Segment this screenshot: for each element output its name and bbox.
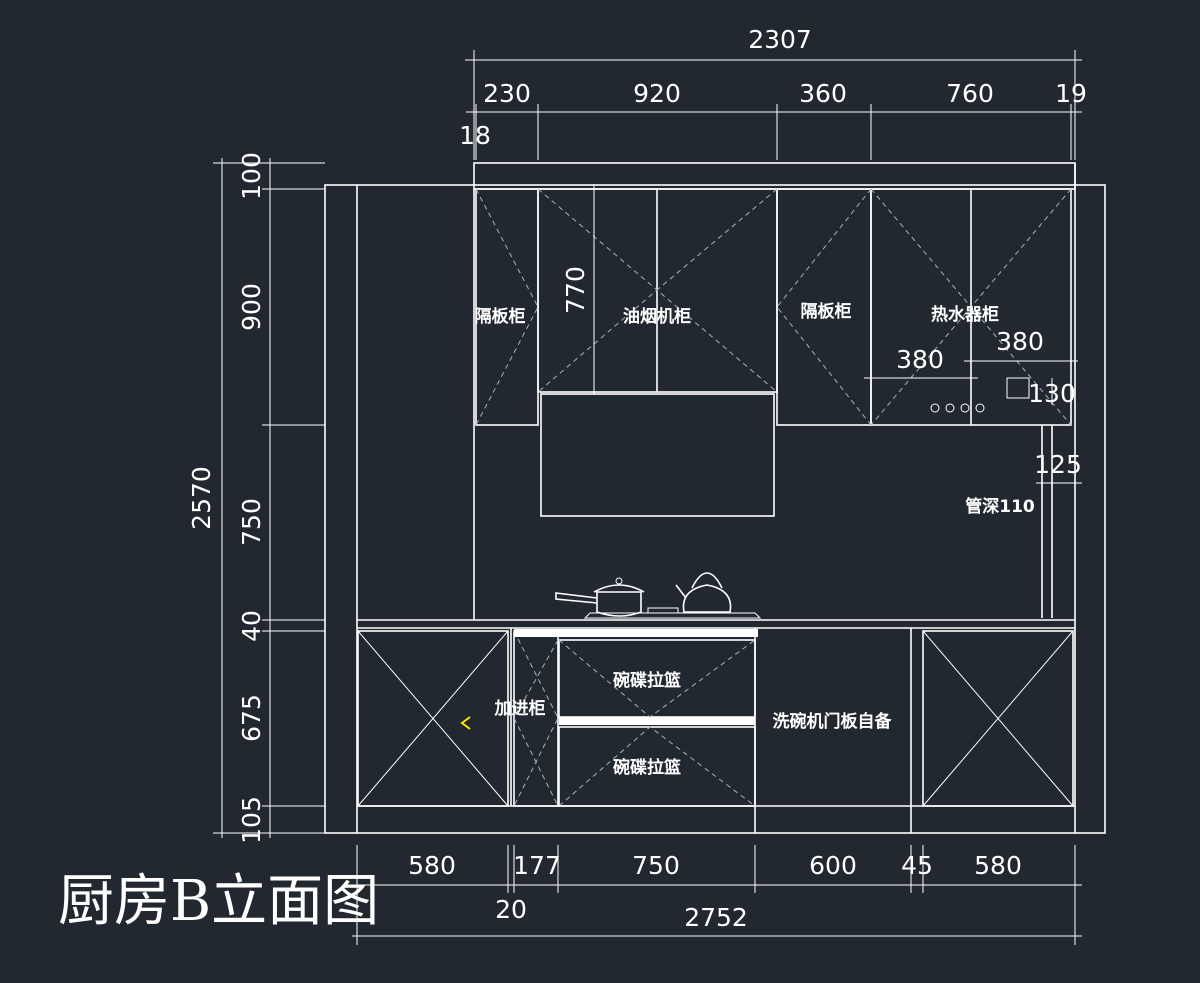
cooktop-with-pots [555, 572, 762, 619]
dim-left-900: 900 [237, 283, 266, 331]
label-shelf-cabinet-left: 隔板柜 [475, 306, 526, 327]
dim-bottom-177: 177 [513, 851, 561, 880]
dim-left-100: 100 [237, 152, 266, 200]
dim-bottom-600: 600 [809, 851, 857, 880]
dim-top-760: 760 [946, 79, 994, 108]
label-water-heater-cabinet: 热水器柜 [931, 304, 999, 325]
inner-dimension-lines [593, 185, 1082, 484]
dim-bottom-580b: 580 [974, 851, 1022, 880]
drawer-handle-top [514, 629, 758, 637]
dim-bottom-580a: 580 [408, 851, 456, 880]
dim-left-total: 2570 [187, 466, 216, 530]
dim-top-19: 19 [1055, 79, 1087, 108]
dim-bottom-20: 20 [495, 895, 527, 924]
dim-hood-770: 770 [561, 266, 590, 314]
dim-heater-380b: 380 [996, 327, 1044, 356]
dim-top-360: 360 [799, 79, 847, 108]
label-dishwasher: 洗碗机门板自备 [773, 711, 893, 732]
dim-bottom-45: 45 [901, 851, 933, 880]
filler-arrow-icon [460, 716, 471, 730]
dim-top-18: 18 [459, 121, 491, 150]
dim-heater-380a: 380 [896, 345, 944, 374]
drawing-title: 厨房B立面图 [58, 869, 379, 934]
label-dish-basket-top: 碗碟拉篮 [613, 670, 681, 691]
upper-door-swing-lines [475, 188, 1072, 426]
dim-top-920: 920 [633, 79, 681, 108]
label-filler-cabinet: 加进柜 [494, 698, 546, 719]
pipe [1041, 425, 1053, 618]
dim-bottom-total: 2752 [684, 903, 748, 932]
label-dish-basket-bottom: 碗碟拉篮 [613, 757, 681, 778]
left-dimension-lines [213, 158, 325, 838]
label-shelf-cabinet-right: 隔板柜 [801, 301, 852, 322]
dim-heater-130: 130 [1028, 379, 1076, 408]
dim-pipe-125: 125 [1034, 450, 1082, 479]
dim-top-total: 2307 [748, 25, 812, 54]
range-hood [540, 393, 775, 517]
label-pipe-depth: 管深110 [965, 496, 1035, 517]
countertop [357, 619, 1075, 629]
top-dimension-lines [465, 50, 1082, 160]
dim-top-230: 230 [483, 79, 531, 108]
dim-left-675: 675 [237, 694, 266, 742]
dim-bottom-750: 750 [632, 851, 680, 880]
wall-outline [324, 163, 1106, 834]
label-hood-cabinet: 油烟机柜 [623, 306, 691, 327]
dim-left-750: 750 [237, 498, 266, 546]
bottom-dimension-lines [352, 845, 1082, 945]
base-cabinets [357, 628, 1075, 833]
water-heater-panel [930, 377, 1030, 413]
drawer-handle-middle [559, 717, 755, 725]
dim-left-40: 40 [237, 610, 266, 642]
dim-left-105: 105 [237, 796, 266, 844]
